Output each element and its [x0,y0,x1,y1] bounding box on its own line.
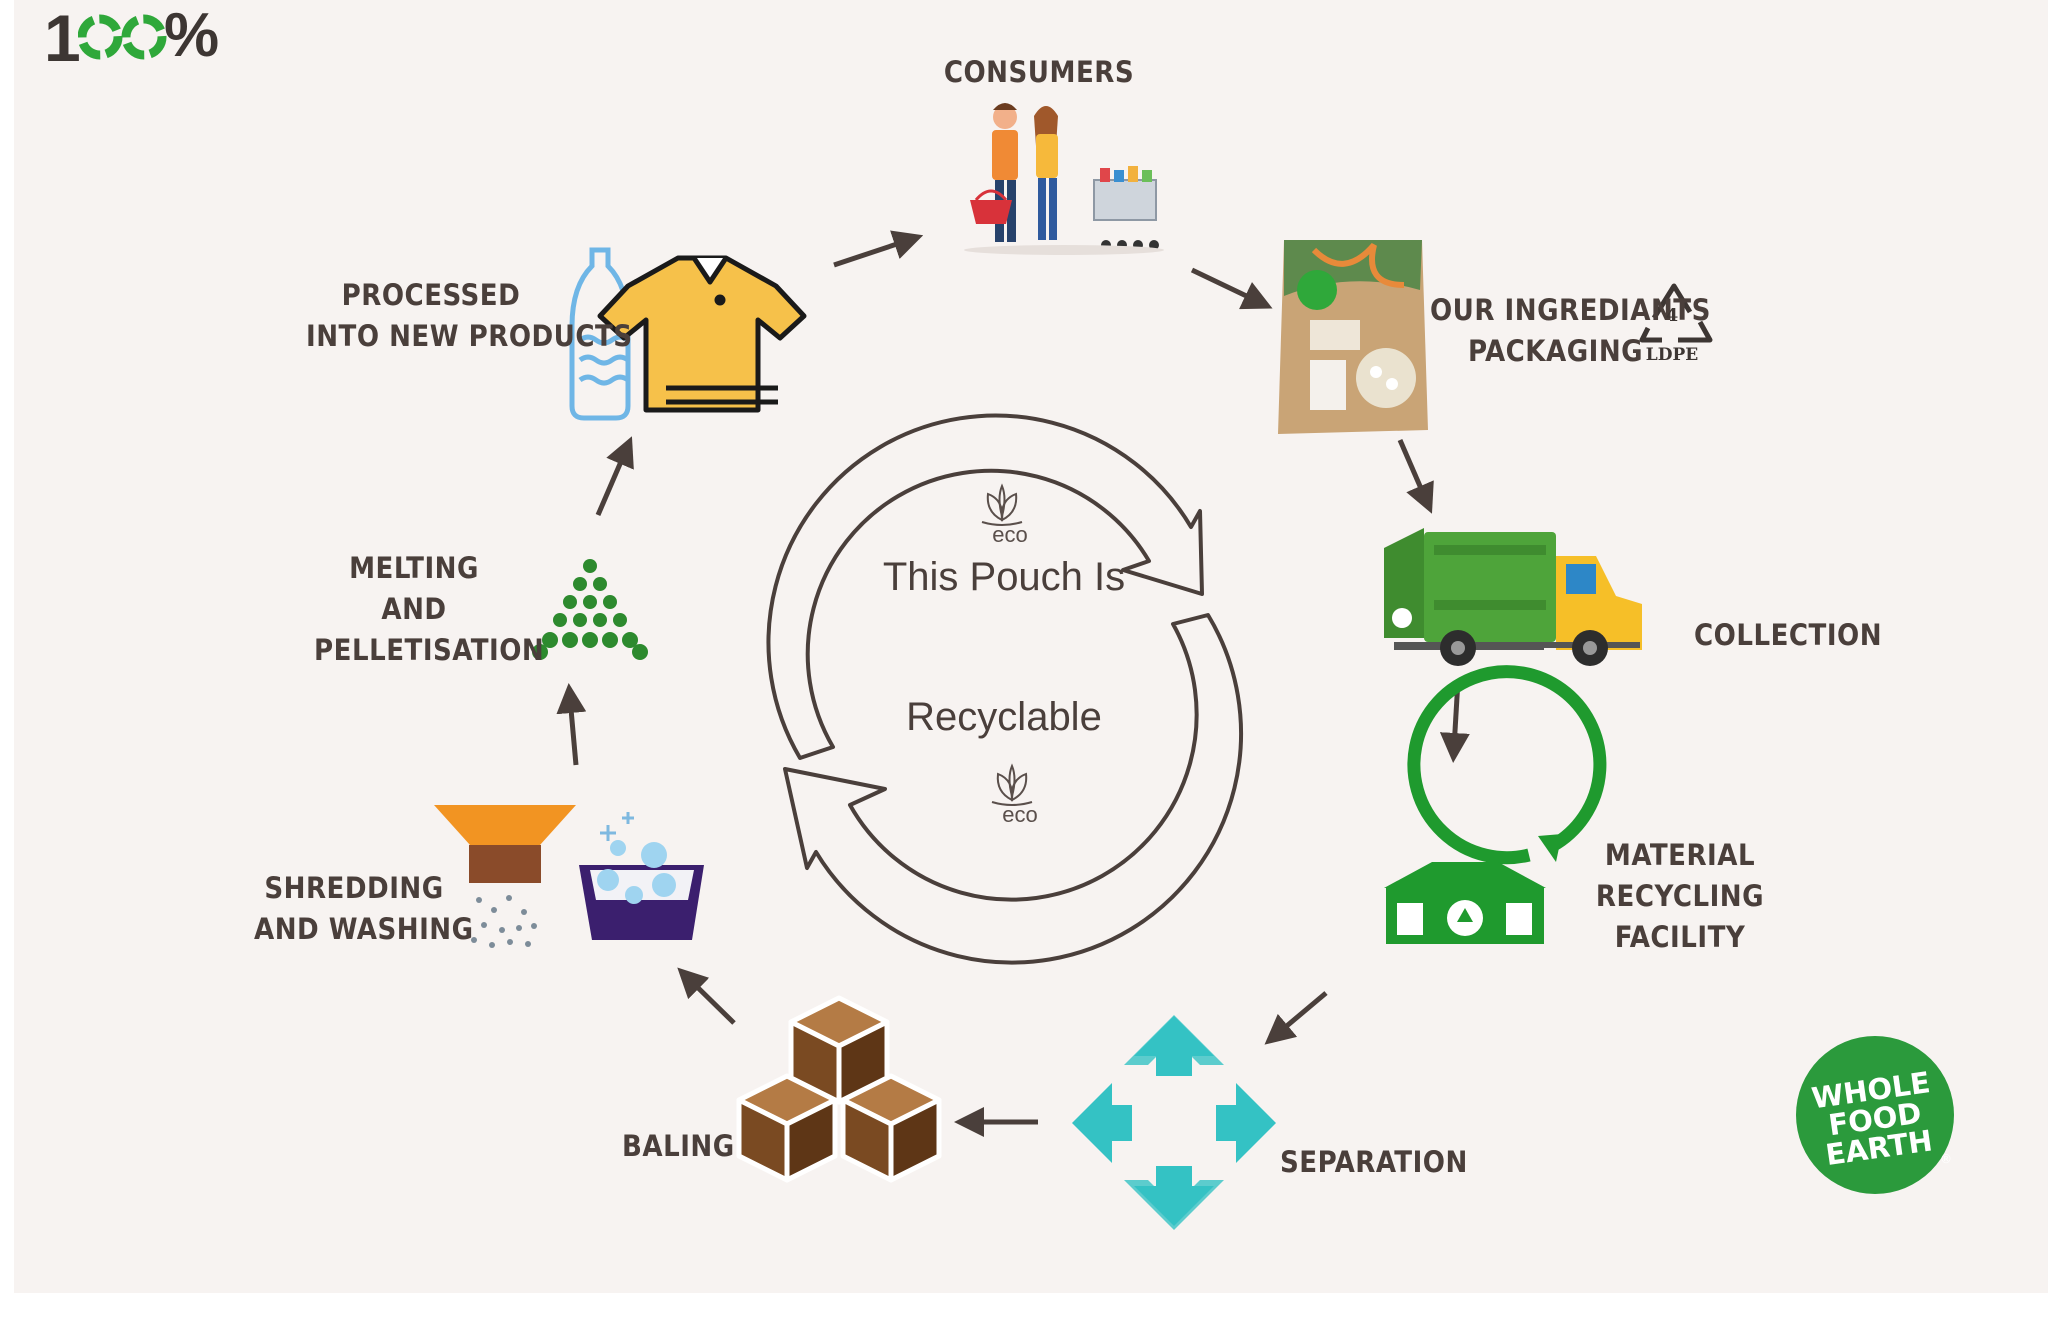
shredder-icon [434,805,576,948]
canvas: This Pouch Is 1 % Recyclable eco eco CON… [14,0,2048,1293]
label-consumers: CONSUMERS [943,55,1135,89]
label-processed-new-products: PROCESSED INTO NEW PRODUCTS [306,278,633,353]
eco-leaf-icon [991,763,1033,806]
label-packaging: OUR INGREDIANTS PACKAGING [1430,293,1711,368]
label-melting-pelletisation: MELTING AND PELLETISATION [314,551,545,667]
logo-badge [1796,1036,1954,1194]
arrow-shredding-to-melting [556,683,587,766]
eco-label-top: eco [992,522,1028,547]
recycling-diagram [434,103,1713,1230]
pellets-icon [532,559,648,660]
ldpe-number: 4 [1665,305,1679,326]
percent-sign: % [164,1,220,70]
center-title-line3: Recyclable [906,695,1102,739]
recycling-facility-icon [1384,665,1607,944]
arrow-consumers-to-packaging [1190,267,1273,310]
eco-leaf-icon [981,483,1023,526]
bales-icon [736,995,942,1183]
label-shredding-washing: SHREDDING AND WASHING [254,871,474,946]
separation-arrows-icon [1072,1015,1276,1230]
washing-tub-icon [579,812,704,940]
brand-logo: WHOLE FOOD EARTH ® [1790,1030,1970,1210]
label-baling: BALING [622,1129,735,1163]
center-percent: 1 % [14,0,234,80]
logo-registered-mark: ® [1940,1152,1952,1166]
pouch-icon [1278,240,1428,434]
label-separation: SEPARATION [1280,1145,1468,1179]
arrow-melting-to-processed [595,436,634,516]
arrow-packaging-to-collection [1397,439,1434,514]
arrow-baling-to-shredding [677,967,736,1025]
arrow-mrf-to-separation [1264,991,1328,1045]
people-shopping-icon [964,103,1164,255]
label-material-recycling-facility: MATERIAL RECYCLING FACILITY [1595,838,1765,954]
recycle-triangle-icon [1639,283,1713,343]
label-collection: COLLECTION [1694,618,1883,652]
ldpe-label: LDPE [1645,345,1699,365]
center-recycle-arrows-icon [766,413,1244,965]
center-title-line1: This Pouch Is [882,555,1126,599]
tshirt-icon [597,255,807,413]
recycle-zeros-icon [78,14,167,60]
garbage-truck-icon [1384,528,1642,666]
arrow-processed-to-consumers [833,230,924,268]
eco-label-bottom: eco [1002,802,1038,827]
percent-digit: 1 [44,1,81,75]
